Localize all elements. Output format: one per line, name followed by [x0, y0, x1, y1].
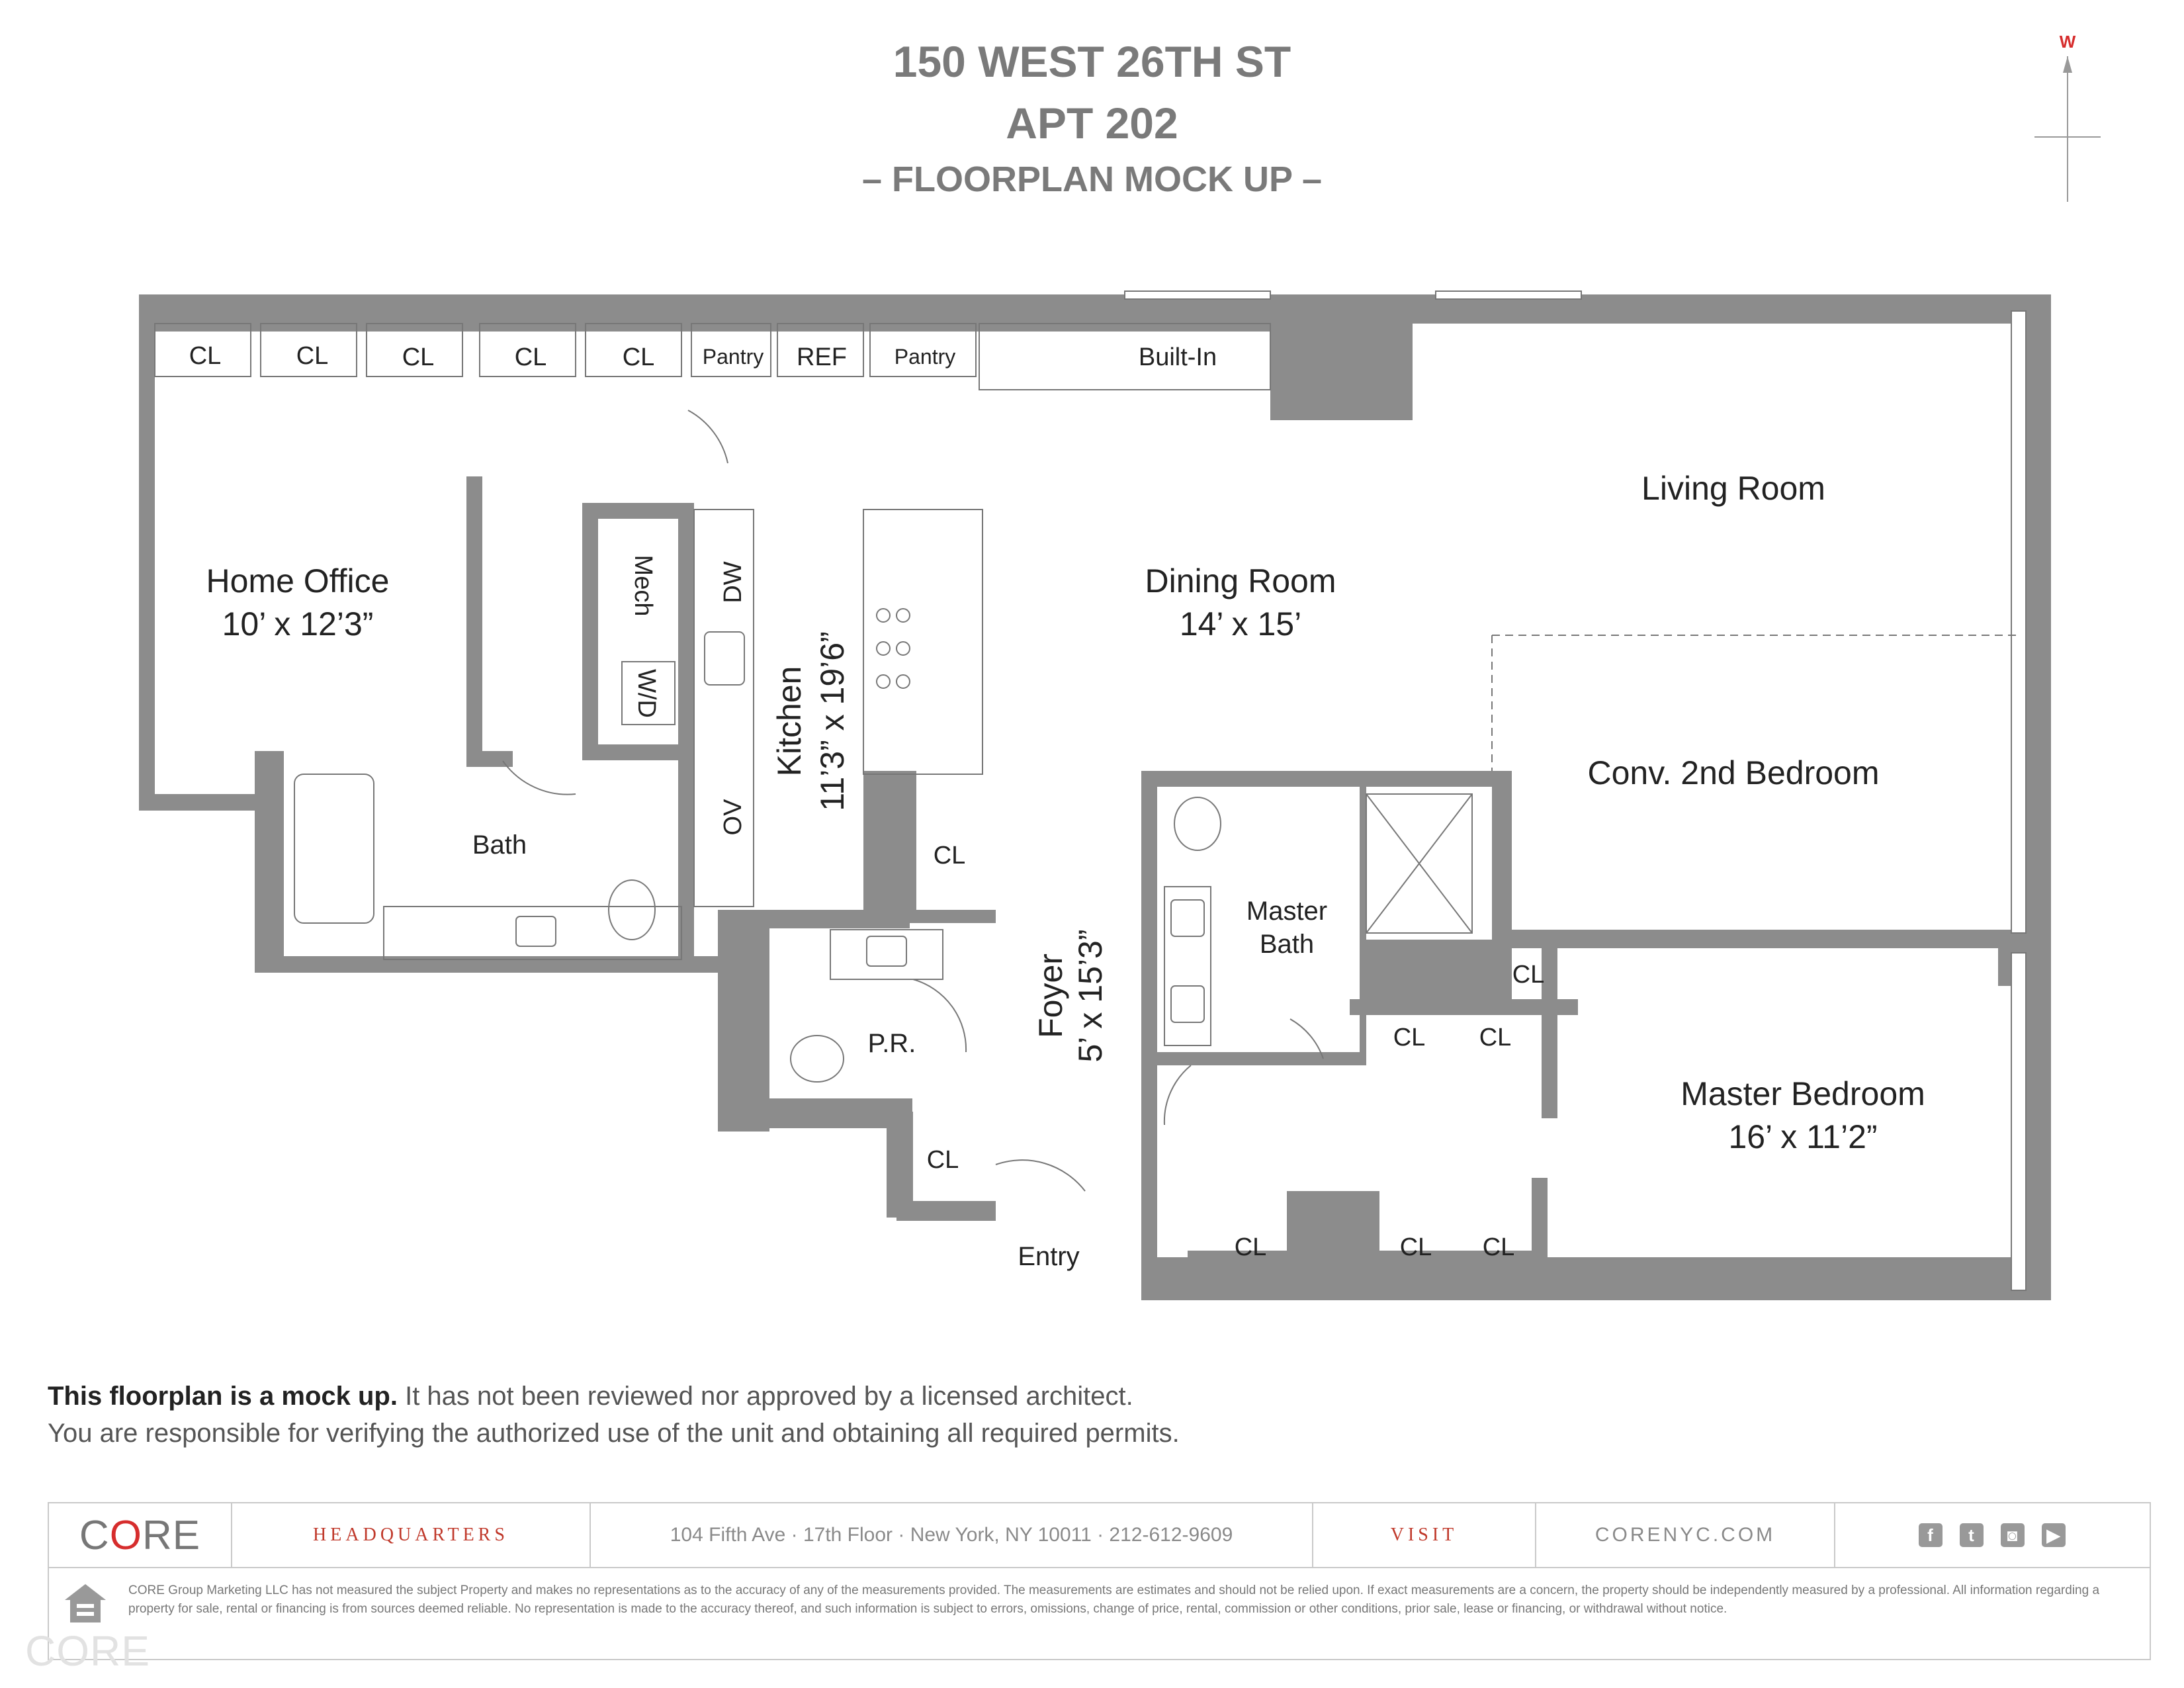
equal-housing-icon	[65, 1584, 106, 1622]
room-foyer-dims: 5’ x 15’3”	[1072, 929, 1109, 1062]
footer: CORE HEADQUARTERS 104 Fifth Ave · 17th F…	[48, 1502, 2151, 1660]
pantry-label-1: Pantry	[703, 345, 764, 369]
room-kitchen-label: Kitchen	[771, 666, 808, 777]
washer-dryer-label: W/D	[633, 669, 660, 718]
disclaimer-line2: You are responsible for verifying the au…	[48, 1419, 1180, 1448]
built-in-label: Built-In	[1139, 343, 1217, 371]
room-dining-room-dims: 14’ x 15’	[1180, 605, 1301, 643]
room-home-office-label: Home Office	[206, 562, 390, 600]
room-master-bedroom-dims: 16’ x 11’2”	[1728, 1118, 1877, 1155]
room-powder-room-label: P.R.	[868, 1029, 916, 1058]
mech-label: Mech	[629, 555, 657, 617]
closet-label-12: CL	[1400, 1233, 1432, 1261]
visit-label: VISIT	[1313, 1503, 1536, 1567]
room-bath-label: Bath	[472, 830, 527, 860]
closet-label-10: CL	[1479, 1024, 1512, 1051]
compass-label: W	[2060, 32, 2076, 52]
disclaimer-bold: This floorplan is a mock up.	[48, 1382, 398, 1411]
core-watermark: CORE	[25, 1627, 150, 1675]
oven-label: OV	[719, 799, 747, 836]
room-foyer-label: Foyer	[1032, 954, 1069, 1038]
room-kitchen-dims: 11’3” x 19’6”	[814, 631, 851, 811]
closet-label-7: CL	[927, 1146, 959, 1174]
apartment-title: APT 202	[1006, 99, 1178, 148]
social-links: f t ◙ ▶	[1835, 1503, 2148, 1567]
closet-label-5: CL	[623, 343, 655, 371]
core-logo[interactable]: CORE	[49, 1503, 232, 1567]
closet-label-6: CL	[934, 842, 966, 869]
headquarters-label: HEADQUARTERS	[232, 1503, 591, 1567]
facebook-icon[interactable]: f	[1918, 1523, 1943, 1547]
room-master-bath-label-2: Bath	[1260, 930, 1314, 959]
floorplan-drawing: W	[139, 32, 2101, 1300]
walls	[139, 294, 2051, 1300]
closet-label-13: CL	[1483, 1233, 1515, 1261]
twitter-icon[interactable]: t	[1959, 1523, 1984, 1547]
room-entry-label: Entry	[1018, 1242, 1079, 1271]
floorplan-subtitle: – FLOORPLAN MOCK UP –	[861, 159, 1323, 199]
instagram-icon[interactable]: ◙	[2000, 1523, 2025, 1547]
office-address: 104 Fifth Ave · 17th Floor · New York, N…	[591, 1503, 1313, 1567]
legal-disclaimer: CORE Group Marketing LLC has not measure…	[128, 1583, 2100, 1616]
disclaimer-rest: It has not been reviewed nor approved by…	[397, 1382, 1133, 1411]
pantry-label-2: Pantry	[895, 345, 955, 369]
compass-icon: W	[2034, 32, 2101, 202]
room-living-room-label: Living Room	[1641, 470, 1825, 507]
room-master-bath-label-1: Master	[1246, 897, 1327, 926]
closet-label-3: CL	[402, 343, 435, 371]
room-dining-room-label: Dining Room	[1145, 562, 1336, 600]
room-home-office-dims: 10’ x 12’3”	[222, 605, 374, 643]
ref-label: REF	[797, 343, 847, 371]
closet-label-4: CL	[515, 343, 547, 371]
disclaimer: This floorplan is a mock up. It has not …	[48, 1378, 1180, 1452]
address-title: 150 WEST 26TH ST	[893, 37, 1291, 86]
dishwasher-label: DW	[719, 561, 747, 603]
closet-label-2: CL	[296, 342, 329, 370]
room-conv-bedroom-label: Conv. 2nd Bedroom	[1588, 754, 1880, 791]
footer-top-row: CORE HEADQUARTERS 104 Fifth Ave · 17th F…	[49, 1503, 2150, 1568]
closet-label-9: CL	[1393, 1024, 1426, 1051]
room-master-bedroom-label: Master Bedroom	[1681, 1075, 1925, 1112]
website-link[interactable]: CORENYC.COM	[1536, 1503, 1835, 1567]
youtube-icon[interactable]: ▶	[2041, 1523, 2066, 1547]
closet-label-11: CL	[1235, 1233, 1267, 1261]
closet-label-8: CL	[1512, 961, 1545, 989]
closet-label-1: CL	[189, 342, 222, 370]
